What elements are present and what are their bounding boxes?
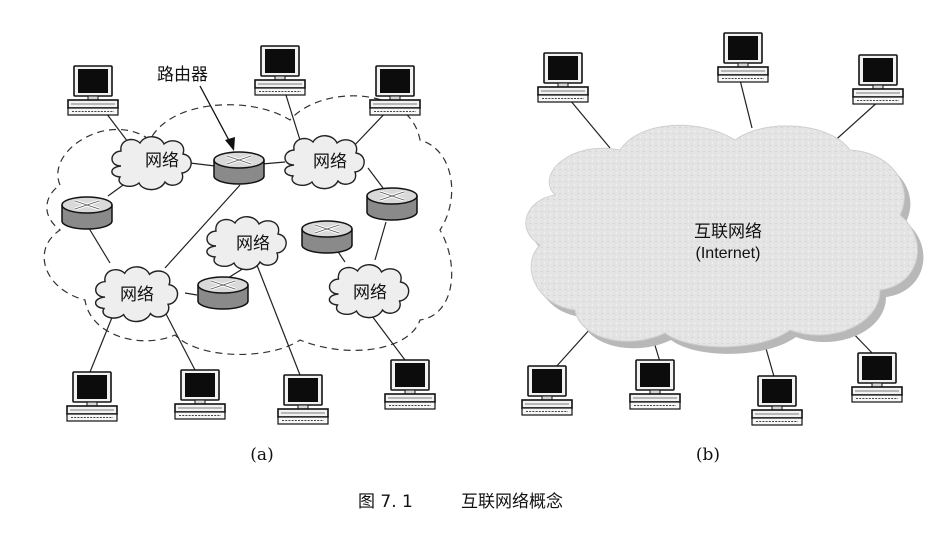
computer-icon-a4 — [66, 371, 118, 422]
router-icon-4 — [300, 219, 354, 255]
router-icon-2 — [60, 195, 114, 231]
figure-caption: 图 7. 1 互联网络概念 — [358, 491, 563, 512]
network-label-5: 网络 — [353, 283, 387, 303]
network-label-3: 网络 — [236, 234, 270, 254]
computer-icon-b3 — [852, 54, 904, 105]
internet-label-en: (Internet) — [696, 245, 761, 262]
computer-icon-b4 — [521, 365, 573, 416]
router-callout-arrowhead — [225, 137, 235, 151]
network-label-4: 网络 — [120, 285, 154, 305]
panel-a: 网络 网络 网络 网络 网络 路由器 (a) — [43, 45, 453, 465]
computer-icon-a6 — [277, 374, 329, 425]
computer-icon-a3 — [369, 65, 421, 116]
computer-icon-a7 — [384, 359, 436, 410]
panel-a-subcaption: (a) — [250, 445, 273, 465]
router-icon-1 — [212, 150, 266, 186]
network-label-1: 网络 — [145, 151, 179, 171]
router-callout-label: 路由器 — [157, 65, 208, 85]
router-callout-arrow — [199, 85, 233, 147]
router-icon-5 — [196, 275, 250, 311]
computer-icon-b1 — [537, 52, 589, 103]
computer-icon-b5 — [629, 359, 681, 410]
internet-label-cn: 互联网络 — [694, 222, 762, 242]
figure-number: 图 7. 1 — [358, 492, 413, 512]
network-label-2: 网络 — [313, 152, 347, 172]
panel-b: 互联网络 (Internet) (b) — [521, 32, 924, 465]
computer-icon-a1 — [67, 65, 119, 116]
computer-icon-b2 — [717, 32, 769, 83]
computer-icon-b6 — [751, 375, 803, 426]
internet-boundary-dashed — [43, 95, 453, 355]
router-icon-3 — [365, 186, 419, 222]
panel-b-subcaption: (b) — [696, 445, 720, 465]
computer-icon-a2 — [254, 45, 306, 96]
computer-icon-a5 — [174, 369, 226, 420]
figure-title: 互联网络概念 — [461, 491, 563, 512]
computer-icon-b7 — [851, 352, 903, 403]
internet-cloud — [525, 124, 918, 348]
